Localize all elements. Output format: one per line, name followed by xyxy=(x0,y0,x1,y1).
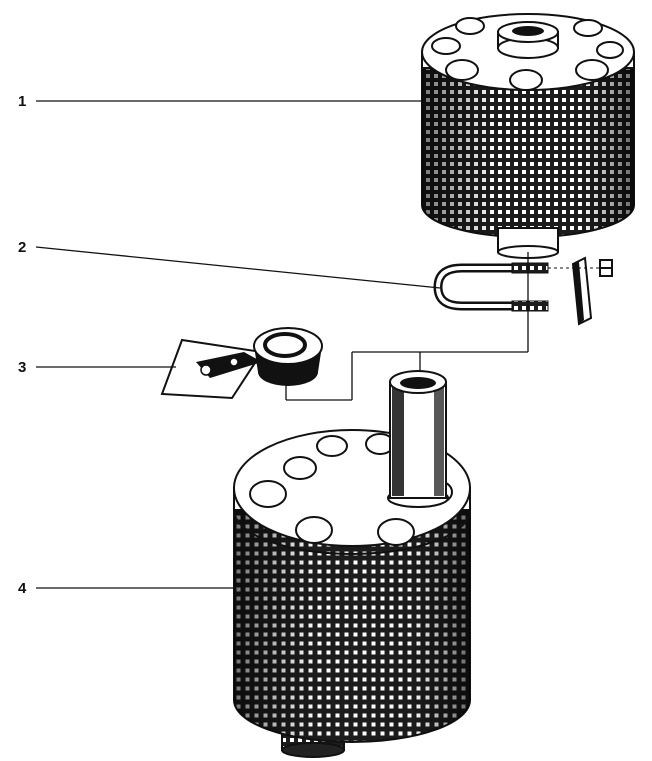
part-1-top-hole xyxy=(455,17,485,35)
part-3-check-valve xyxy=(160,327,323,400)
part-4-riser-bore xyxy=(400,377,436,389)
part-4-top-hole xyxy=(283,456,317,480)
part-1-top-hole xyxy=(596,41,624,59)
part-4-threaded-outlet-end xyxy=(281,742,345,758)
part-3-valve-shadow xyxy=(260,361,301,381)
part-4-body-shading xyxy=(234,510,470,742)
part-3-hinge-pin xyxy=(200,364,212,376)
part-2-thread-upper xyxy=(511,262,549,274)
callout-4-label: 4 xyxy=(18,580,27,597)
part-1-body-shading xyxy=(422,60,634,237)
part-4-top-hole xyxy=(316,435,348,457)
part-4-riser-shadow xyxy=(434,384,444,496)
part-2-clamp-plate-face xyxy=(573,262,584,324)
callouts: 1 2 3 4 xyxy=(18,93,441,597)
part-2-u-bolt-highlight xyxy=(435,266,546,308)
part-4-lower-strainer xyxy=(233,370,471,758)
callout-1-label: 1 xyxy=(18,93,26,110)
part-1-top-hole xyxy=(575,59,609,81)
part-1-top-hole xyxy=(573,19,603,37)
part-3-hinge-arm xyxy=(196,352,262,378)
part-1-top-hole xyxy=(445,59,479,81)
callout-2-leader xyxy=(35,246,441,289)
part-4-top-hole xyxy=(249,480,287,508)
part-4-riser-shadow xyxy=(392,384,404,496)
part-2-u-bolt xyxy=(433,263,546,311)
callout-2-label: 2 xyxy=(18,239,26,256)
part-4-top-hole xyxy=(295,516,333,544)
part-1-top-hole xyxy=(431,37,461,55)
callout-3-label: 3 xyxy=(18,359,26,376)
part-3-valve-disc xyxy=(263,332,307,358)
part-4-top-hole xyxy=(377,518,415,546)
part-2-thread-lower xyxy=(511,300,549,312)
part-3-hinge-pin xyxy=(229,357,239,367)
part-1-center-boss-bore xyxy=(512,26,544,36)
part-4-rim-bottom xyxy=(233,509,471,555)
part-1-top-hole xyxy=(509,69,543,91)
part-1-upper-strainer xyxy=(421,13,635,259)
part-2-u-bolt-assembly xyxy=(433,256,613,326)
